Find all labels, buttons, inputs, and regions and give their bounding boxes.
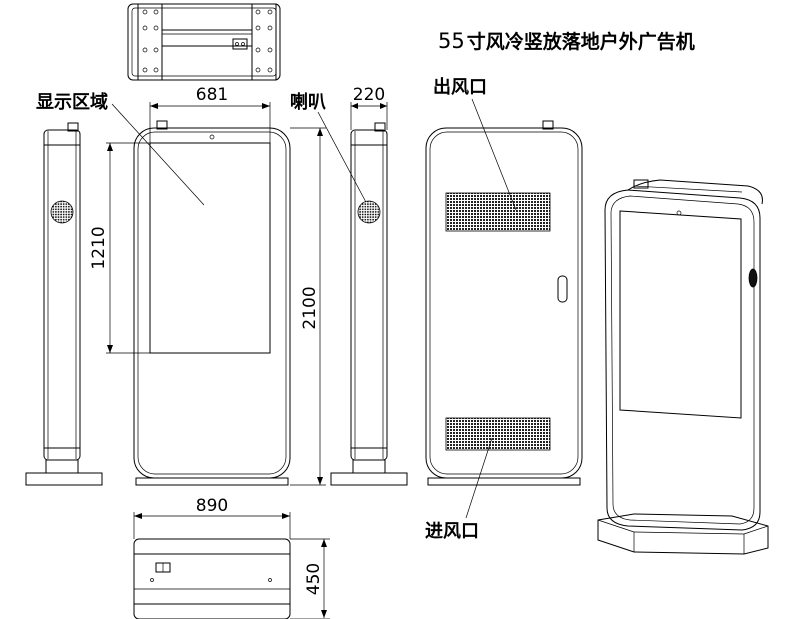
door-handle <box>557 275 568 303</box>
isometric-view <box>597 179 769 555</box>
speaker-leader <box>317 111 369 207</box>
dim-screen-width-label: 681 <box>196 85 228 105</box>
bottom-view <box>133 538 291 619</box>
dim-base-depth-label: 450 <box>304 563 324 595</box>
dim-screen-height: 1210 <box>89 142 150 354</box>
dim-screen-width: 681 <box>149 85 271 143</box>
dim-base-depth: 450 <box>290 538 330 619</box>
display-area-leader <box>111 103 205 206</box>
speaker-label: 喇叭 <box>290 92 326 113</box>
air-outlet-label: 出风口 <box>433 76 487 98</box>
air-inlet-label: 进风口 <box>425 521 479 542</box>
air-outlet-leader <box>471 98 517 211</box>
air-inlet-leader <box>465 437 493 519</box>
dim-depth: 220 <box>350 85 388 130</box>
front-view <box>133 120 291 486</box>
dim-screen-height-label: 1210 <box>89 226 109 269</box>
dim-total-height: 2100 <box>290 127 326 486</box>
dim-depth-label: 220 <box>353 85 385 105</box>
rear-view <box>425 120 583 486</box>
right-side-view <box>330 122 408 486</box>
dim-total-width: 890 <box>133 496 291 539</box>
top-view <box>127 3 281 81</box>
air-outlet-vent <box>445 192 551 232</box>
left-side-view <box>25 122 103 486</box>
air-inlet-vent <box>445 417 551 451</box>
display-area-label: 显示区域 <box>36 91 108 113</box>
dim-total-width-label: 890 <box>196 496 228 516</box>
dim-total-height-label: 2100 <box>300 286 320 329</box>
